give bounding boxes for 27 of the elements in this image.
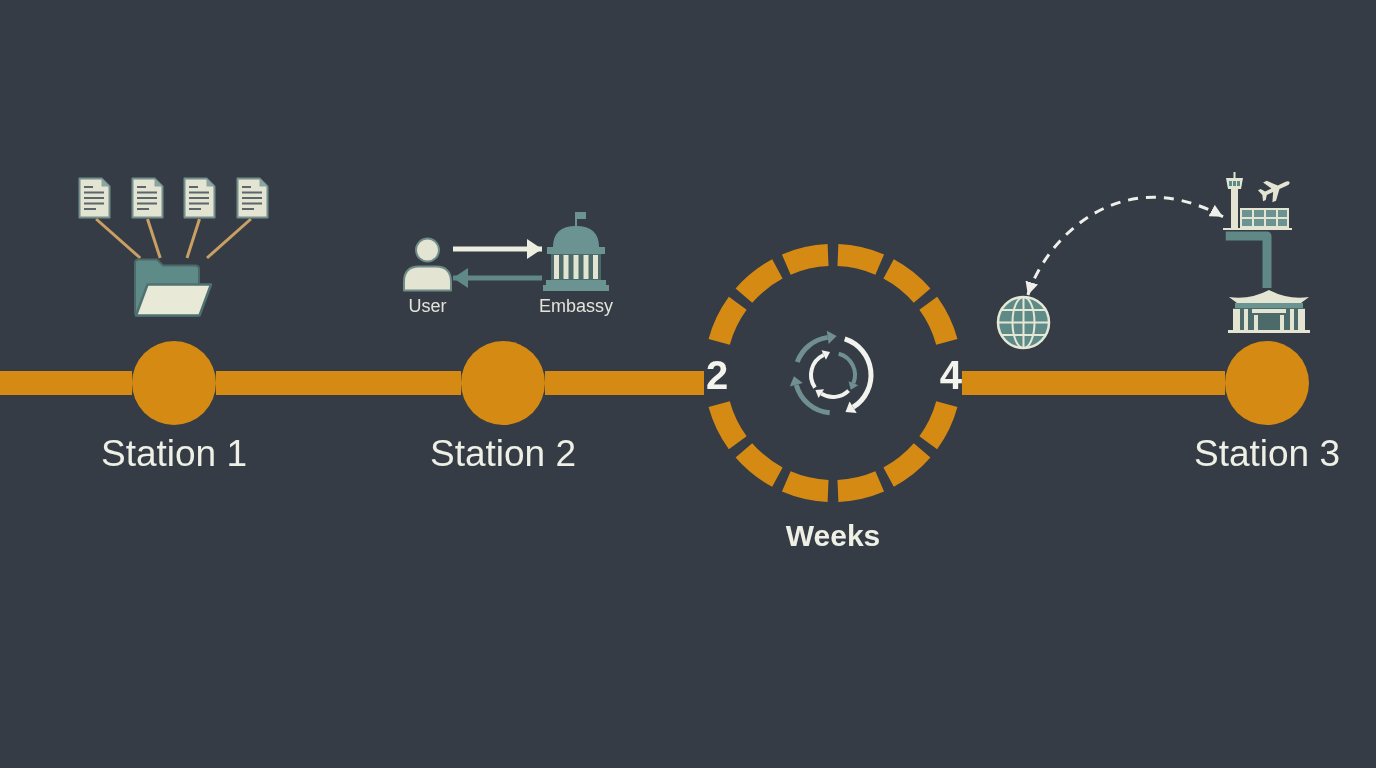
- route-line: [216, 371, 461, 395]
- duration-label: Weeks: [785, 519, 881, 553]
- station-label: Station 3: [1193, 434, 1341, 474]
- connector-line: [185, 218, 201, 259]
- document-icon: [183, 177, 216, 219]
- connector-line: [95, 217, 142, 260]
- traditional-gate-icon: [1228, 288, 1310, 334]
- station-label: Station 2: [429, 434, 577, 474]
- arrow: [453, 270, 542, 286]
- folder-icon: [133, 258, 213, 317]
- route-line: [0, 371, 132, 395]
- document-icon: [131, 177, 164, 219]
- document-icon: [78, 177, 111, 219]
- icon-caption: Embassy: [539, 296, 613, 316]
- route-line: [962, 371, 1225, 396]
- dashed-arrow: [1026, 195, 1224, 296]
- route-line: [545, 371, 704, 396]
- connector-line: [1225, 231, 1272, 288]
- duration-number: 4: [939, 355, 962, 395]
- connector-line: [146, 218, 162, 259]
- globe-icon: [996, 295, 1051, 350]
- icon-caption: User: [408, 296, 447, 316]
- duration-number: 2: [706, 355, 729, 395]
- document-icon: [236, 177, 269, 219]
- arrow: [453, 241, 542, 257]
- connector-line: [206, 217, 252, 260]
- station-label: Station 1: [100, 434, 248, 474]
